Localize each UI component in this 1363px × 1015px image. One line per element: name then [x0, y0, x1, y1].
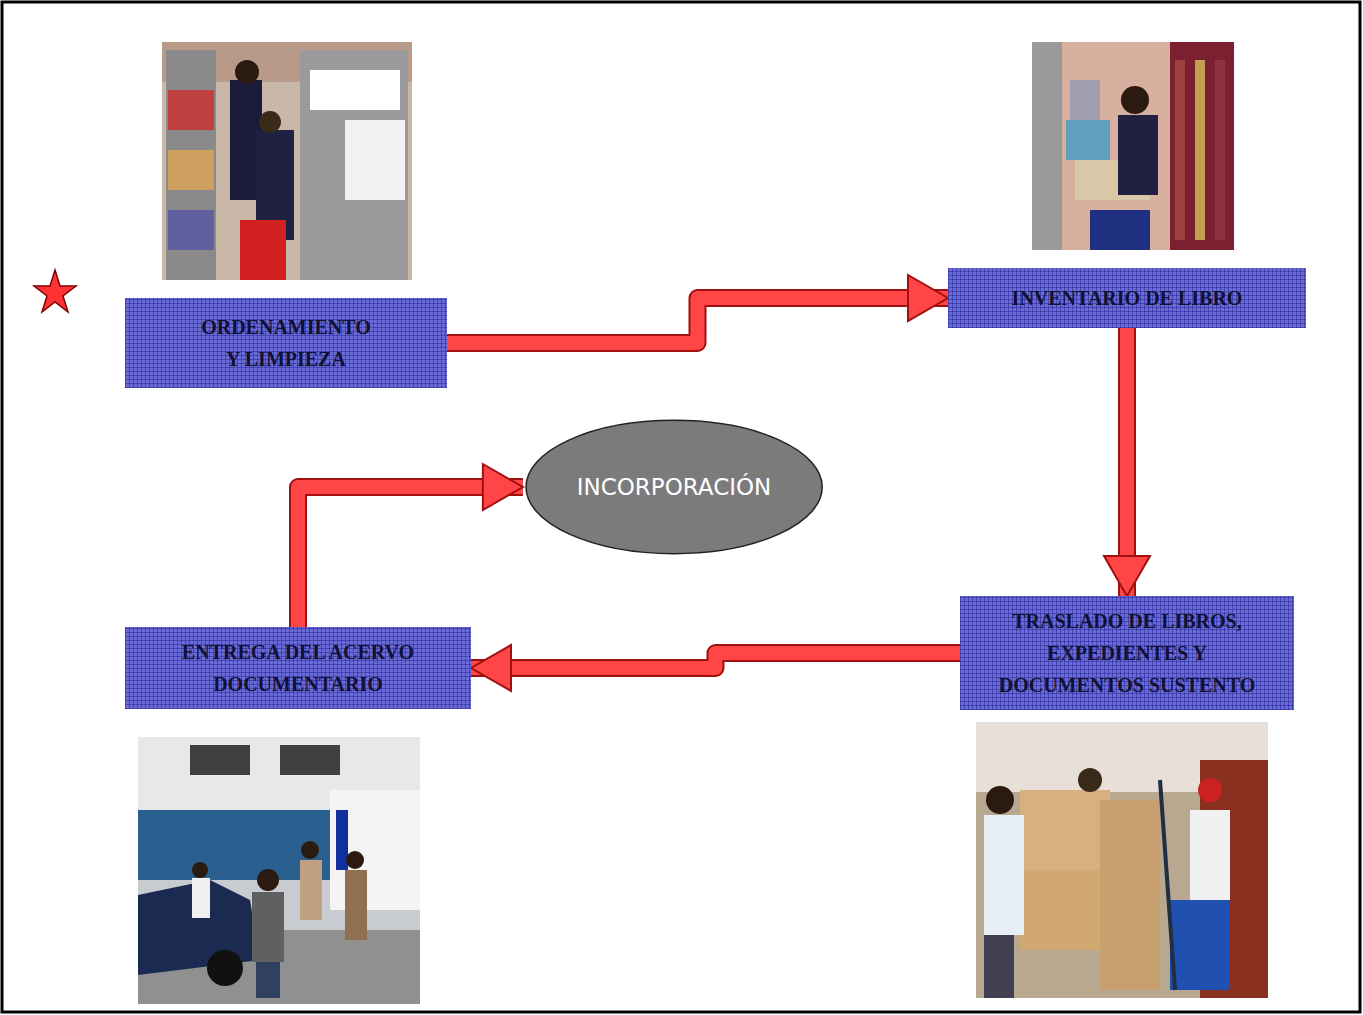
- arrow-outline: [471, 653, 960, 668]
- photo-archive: [162, 42, 412, 280]
- process-box: TRASLADO DE LIBROS, EXPEDIENTES Y DOCUME…: [960, 596, 1294, 710]
- flow-arrow: [447, 298, 948, 343]
- arrow-body: [1120, 328, 1134, 596]
- flow-arrow: [1127, 328, 1128, 596]
- node-label: ORDENAMIENTO Y LIMPIEZA: [194, 311, 379, 375]
- flow-arrow: [471, 653, 960, 668]
- arrow-body: [471, 653, 960, 668]
- flow-arrow: [298, 487, 523, 627]
- process-box: ORDENAMIENTO Y LIMPIEZA: [125, 298, 447, 388]
- node-label: TRASLADO DE LIBROS, EXPEDIENTES Y DOCUME…: [992, 605, 1262, 701]
- arrow-body: [447, 298, 948, 343]
- arrow-outline: [298, 487, 523, 627]
- arrow-body: [298, 487, 523, 627]
- photo-inventory: [1032, 42, 1234, 250]
- node-label: INVENTARIO DE LIBRO: [1012, 282, 1243, 314]
- star-symbol: [34, 270, 76, 312]
- process-box: ENTREGA DEL ACERVO DOCUMENTARIO: [125, 627, 471, 709]
- process-ellipse: INCORPORACIÓN: [523, 419, 825, 555]
- photo-delivery: [138, 737, 420, 1004]
- arrow-outline: [447, 298, 948, 343]
- arrow-outline: [1118, 328, 1136, 596]
- process-box: INVENTARIO DE LIBRO: [948, 268, 1306, 328]
- photo-moving: [976, 722, 1268, 998]
- node-label: INCORPORACIÓN: [577, 473, 772, 501]
- node-label: ENTREGA DEL ACERVO DOCUMENTARIO: [168, 636, 428, 700]
